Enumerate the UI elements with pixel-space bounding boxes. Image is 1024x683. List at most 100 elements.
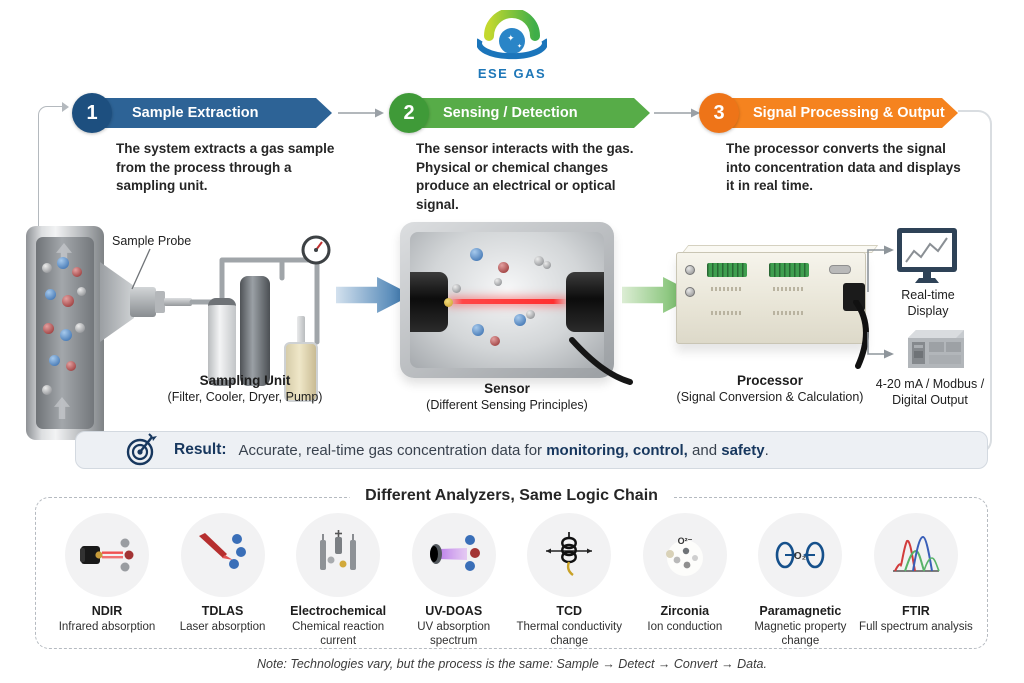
realtime-display-monitor-icon <box>897 228 957 283</box>
processor-unit <box>676 252 866 344</box>
svg-text:O²⁻: O²⁻ <box>677 536 692 546</box>
gas-flow-up-arrow-icon <box>54 397 70 419</box>
terminal-block <box>707 263 747 277</box>
gas-molecule <box>472 324 484 336</box>
sampling-unit-caption: Sampling Unit (Filter, Cooler, Dryer, Pu… <box>150 373 340 404</box>
processor-caption: Processor (Signal Conversion & Calculati… <box>655 373 885 404</box>
pipe-to-step1-connector <box>38 106 64 233</box>
wiring-strip <box>711 287 743 291</box>
analyzers-panel: Different Analyzers, Same Logic Chain ND… <box>35 487 988 649</box>
process-pipe-interior <box>36 237 94 429</box>
dsub-connector <box>829 265 851 274</box>
gas-molecule <box>77 287 86 296</box>
gas-molecule <box>42 263 52 273</box>
step3-banner: Signal Processing & Output <box>715 98 958 128</box>
arrow-step2-to-step3-icon <box>654 108 700 118</box>
connector-port <box>685 265 695 275</box>
gas-molecule <box>49 355 60 366</box>
terminal-block <box>769 263 809 277</box>
gas-molecule <box>60 329 72 341</box>
sensor-cable <box>569 337 633 385</box>
signal-output-device-icon <box>908 330 964 368</box>
analyzer-zirconia: O²⁻ Zirconia Ion conduction <box>628 513 742 649</box>
step1-number-badge: 1 <box>72 93 112 133</box>
sampling-unit-title: Sampling Unit <box>199 373 291 388</box>
dryer-vessel <box>284 342 318 402</box>
pressure-gauge-icon <box>301 235 331 265</box>
step1-description: The system extracts a gas sample from th… <box>116 141 335 194</box>
uvdoas-icon <box>429 535 480 571</box>
dryer-tube <box>297 316 305 344</box>
gas-molecule <box>526 310 535 319</box>
gas-molecule <box>514 314 526 326</box>
step2-description: The sensor interacts with the gas. Physi… <box>416 141 634 212</box>
logo: ✦ ✦ ESE GAS <box>452 8 572 81</box>
svg-text:✦: ✦ <box>517 43 522 50</box>
filter-vessel <box>208 298 236 386</box>
analyzers-panel-title: Different Analyzers, Same Logic Chain <box>349 487 674 505</box>
gas-molecule <box>494 278 502 286</box>
analyzer-uvdoas: UV-DOAS UV absorption spectrum <box>397 513 511 649</box>
wiring-strip <box>711 311 743 315</box>
electrochemical-icon <box>320 530 357 570</box>
sensor-chamber <box>400 222 614 378</box>
gas-molecule <box>66 361 76 371</box>
ftir-icon <box>892 535 940 572</box>
target-icon <box>126 433 157 466</box>
step2-number-badge: 2 <box>389 93 429 133</box>
arrow-processor-to-display-icon <box>867 245 894 292</box>
gas-molecule <box>470 248 483 261</box>
tcd-icon <box>546 532 593 576</box>
arrow-step1-to-step2-icon <box>338 108 384 118</box>
svg-text:✦: ✦ <box>507 33 515 43</box>
footer-note: Note: Technologies vary, but the process… <box>257 657 767 671</box>
gas-molecule <box>42 385 52 395</box>
sample-probe-label: Sample Probe <box>112 234 192 248</box>
sensor-emitter <box>410 272 448 332</box>
processor-title: Processor <box>736 373 804 388</box>
realtime-display-label: Real-time Display <box>901 288 955 319</box>
step2-banner: Sensing / Detection <box>405 98 650 128</box>
gas-molecule <box>43 323 54 334</box>
analyzer-ftir: FTIR Full spectrum analysis <box>859 513 973 649</box>
wiring-strip <box>773 311 805 315</box>
gas-molecule <box>72 267 82 277</box>
sensor-detector <box>566 272 604 332</box>
zirconia-icon: O²⁻ <box>665 536 703 576</box>
sensor-subtitle: (Different Sensing Principles) <box>426 398 588 412</box>
processor-subtitle: (Signal Conversion & Calculation) <box>676 390 864 404</box>
signal-output-label: 4-20 mA / Modbus / Digital Output <box>875 377 985 408</box>
sample-probe-ring <box>155 291 165 313</box>
sensor-caption: Sensor (Different Sensing Principles) <box>400 381 614 412</box>
sensor-chamber-interior <box>410 232 604 368</box>
gas-molecule <box>452 284 461 293</box>
gas-molecule <box>57 257 69 269</box>
gas-molecule <box>543 261 551 269</box>
emitter-lens <box>444 298 453 307</box>
logo-text: ESE GAS <box>477 66 547 81</box>
pipe-to-step1-arrowhead-icon <box>62 102 69 112</box>
analyzer-paramagnetic: O₂ Paramagnetic Magnetic property change <box>743 513 857 649</box>
processor-cable <box>853 300 870 369</box>
gas-molecule <box>490 336 500 346</box>
connector-port <box>685 287 695 297</box>
svg-text:O₂: O₂ <box>794 551 806 562</box>
ndir-icon <box>80 538 134 572</box>
result-bold-safety: safety <box>721 441 765 459</box>
step3-number-badge: 3 <box>699 93 739 133</box>
gas-molecule <box>62 295 74 307</box>
arrow-processor-to-output-icon <box>867 332 894 359</box>
analyzer-ndir: NDIR Infrared absorption <box>50 513 164 649</box>
result-sentence: Accurate, real-time gas concentration da… <box>239 442 769 459</box>
ese-gas-logo-icon: ✦ ✦ <box>476 8 548 60</box>
sampling-unit-subtitle: (Filter, Cooler, Dryer, Pump) <box>167 390 323 404</box>
cooler-vessel <box>240 276 270 386</box>
analyzers-row: NDIR Infrared absorption TDLAS Laser abs… <box>36 498 987 649</box>
result-suffix: . <box>764 441 769 459</box>
result-prefix: Accurate, real-time gas concentration da… <box>238 441 547 459</box>
gas-molecule <box>498 262 509 273</box>
result-mid: and <box>687 441 722 459</box>
analyzer-tdlas: TDLAS Laser absorption <box>166 513 280 649</box>
step1-banner: Sample Extraction <box>90 98 332 128</box>
